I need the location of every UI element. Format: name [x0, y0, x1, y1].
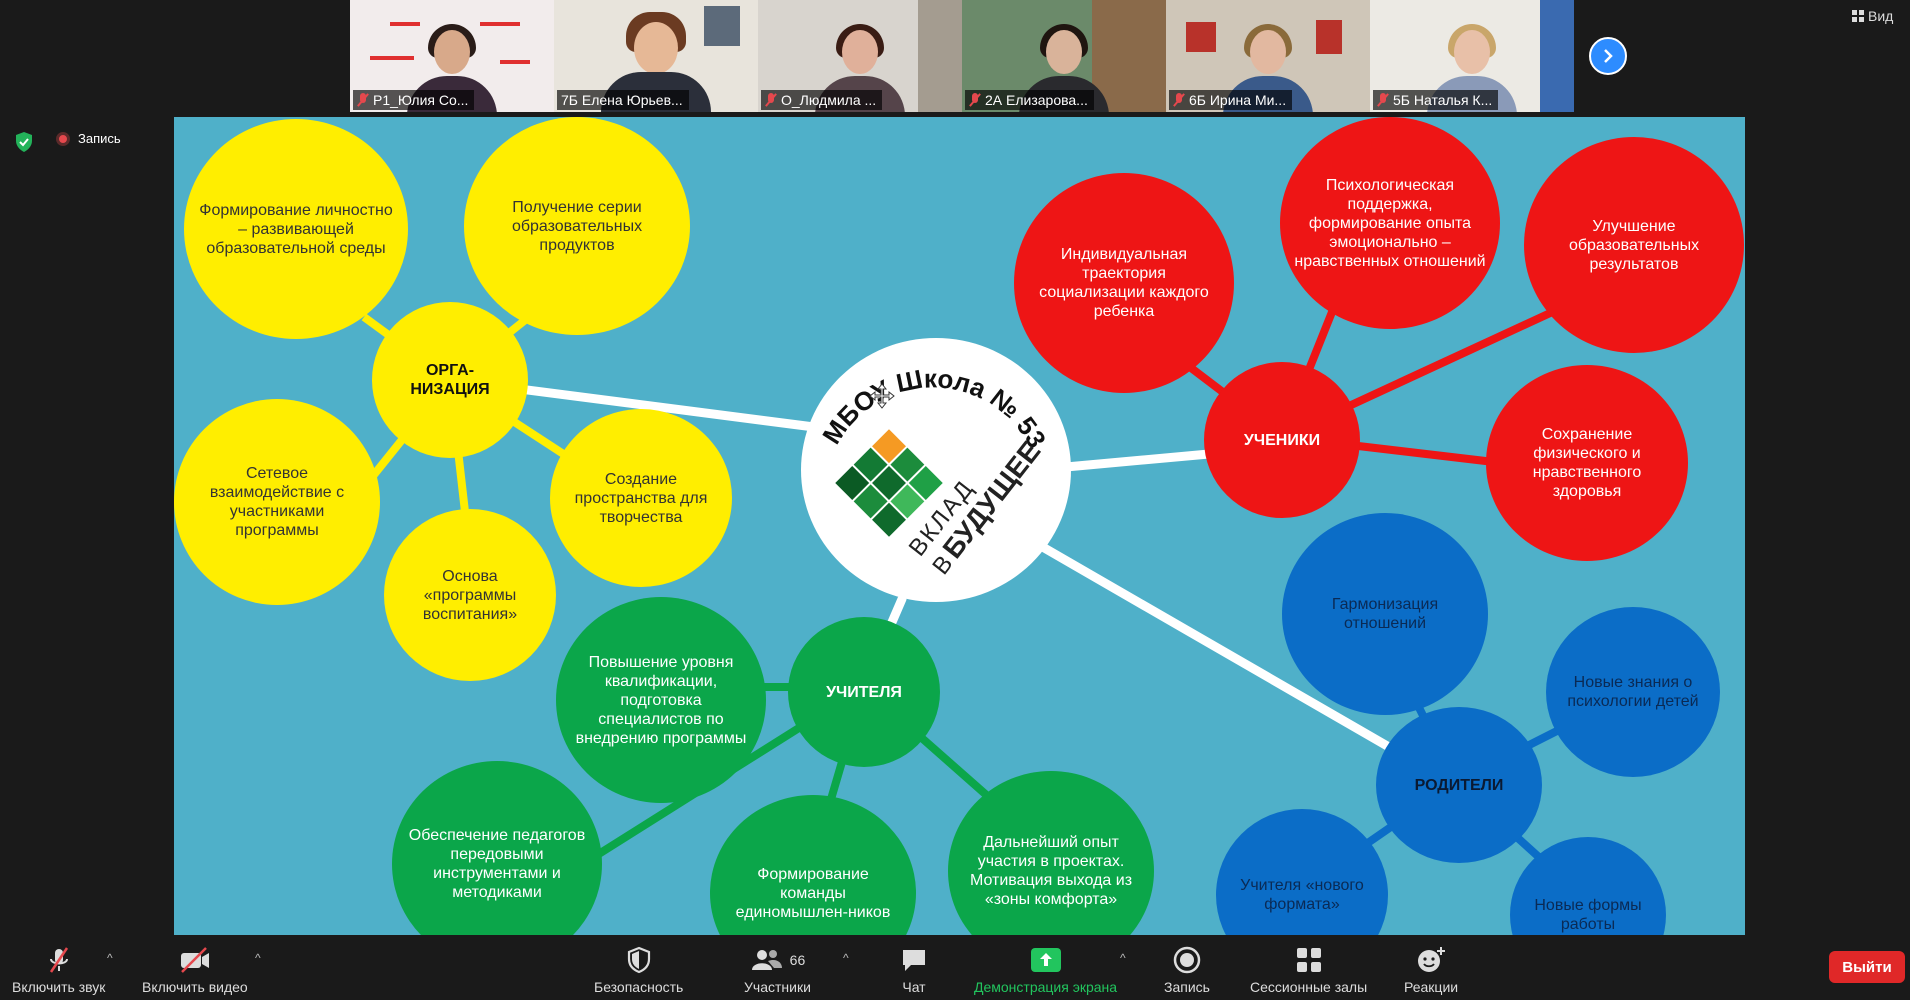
- parents-item: Новые знания о психологии детей: [1546, 607, 1720, 777]
- reactions-label: Реакции: [1404, 979, 1459, 995]
- breakout-rooms-icon: [1296, 948, 1321, 972]
- participants-icon: [751, 950, 782, 970]
- participant-name: 6Б Ирина Ми...: [1169, 90, 1293, 110]
- mic-muted-icon: [1173, 93, 1185, 107]
- security-shield-icon: [627, 946, 650, 974]
- chat-bubble-icon: [903, 950, 925, 971]
- share-screen-label: Демонстрация экрана: [974, 979, 1118, 995]
- view-label: Вид: [1868, 8, 1894, 24]
- organization-item: Получение серии образовательных продукто…: [464, 117, 690, 335]
- video-off-icon: [180, 947, 209, 973]
- participants-button[interactable]: 66 Участники: [744, 943, 811, 995]
- participants-options-caret[interactable]: ^: [843, 951, 849, 965]
- chat-label: Чат: [902, 979, 926, 995]
- recording-label: Запись: [78, 131, 121, 146]
- teachers-item: Дальнейший опыт участия в проектах. Моти…: [948, 771, 1154, 935]
- recording-indicator[interactable]: Запись: [56, 131, 121, 146]
- shared-screen[interactable]: Формирование личностно – развивающей обр…: [174, 117, 1745, 935]
- school-logo: МБОУ Школа № 53 ВКЛАД В БУДУЩЕЕ: [801, 338, 1071, 602]
- participant-tile[interactable]: 5Б Наталья К...: [1370, 0, 1574, 112]
- leave-meeting-button[interactable]: Выйти: [1829, 951, 1905, 983]
- participant-tile[interactable]: Р1_Юлия Со...: [350, 0, 554, 112]
- mic-off-icon: [49, 947, 68, 973]
- students-hub: УЧЕНИКИ: [1204, 362, 1360, 518]
- school-logo-graphic: МБОУ Школа № 53 ВКЛАД В БУДУЩЕЕ: [816, 363, 1052, 580]
- participant-video-strip: Р1_Юлия Со... 7Б Елена Юрьев... О_Людмил…: [350, 0, 1574, 112]
- participant-name: 2А Елизарова...: [965, 90, 1094, 110]
- participants-count: 66: [789, 952, 806, 968]
- students-item: Сохранение физического и нравственного з…: [1486, 365, 1688, 561]
- participant-name: 5Б Наталья К...: [1373, 90, 1499, 110]
- start-video-button[interactable]: Включить видео: [142, 943, 248, 995]
- meeting-toolbar: [0, 935, 1910, 1000]
- organization-hub: ОРГА- НИЗАЦИЯ: [372, 302, 528, 458]
- encryption-shield-icon[interactable]: [14, 131, 34, 153]
- reactions-button[interactable]: Реакции: [1404, 943, 1458, 995]
- participant-tile[interactable]: 7Б Елена Юрьев...: [554, 0, 758, 112]
- share-screen-button[interactable]: Демонстрация экрана: [974, 943, 1117, 995]
- move-cursor-icon: [869, 383, 895, 409]
- students-item: Индивидуальная траектория социализации к…: [1014, 173, 1234, 393]
- school-name-text: МБОУ Школа № 53: [816, 363, 1052, 452]
- start-video-label: Включить видео: [142, 979, 248, 995]
- security-label: Безопасность: [594, 979, 684, 995]
- parents-item: Гармонизация отношений: [1282, 513, 1488, 715]
- next-page-button[interactable]: [1589, 37, 1627, 75]
- mic-muted-icon: [969, 93, 981, 107]
- breakout-rooms-label: Сессионные залы: [1250, 979, 1368, 995]
- video-options-caret[interactable]: ^: [255, 951, 261, 965]
- leave-label: Выйти: [1842, 958, 1892, 976]
- students-item: Улучшение образовательных результатов: [1524, 137, 1744, 353]
- participant-tile[interactable]: 6Б Ирина Ми...: [1166, 0, 1370, 112]
- record-label: Запись: [1164, 979, 1210, 995]
- mic-muted-icon: [357, 93, 369, 107]
- participants-label: Участники: [744, 979, 811, 995]
- students-item: Психологическая поддержка, формирование …: [1280, 117, 1500, 329]
- teachers-item: Повышение уровня квалификации, подготовк…: [556, 597, 766, 803]
- share-screen-icon: [1030, 948, 1061, 972]
- mic-muted-icon: [765, 93, 777, 107]
- participant-tile[interactable]: 2А Елизарова...: [962, 0, 1166, 112]
- participant-name: 7Б Елена Юрьев...: [557, 90, 689, 110]
- organization-item: Формирование личностно – развивающей обр…: [184, 119, 408, 339]
- security-button[interactable]: Безопасность: [594, 943, 683, 995]
- parents-item: Учителя «нового формата»: [1216, 809, 1388, 935]
- share-options-caret[interactable]: ^: [1120, 951, 1126, 965]
- organization-item: Сетевое взаимодействие с участниками про…: [174, 399, 380, 605]
- view-button[interactable]: Вид: [1852, 8, 1893, 24]
- organization-item: Основа «программы воспитания»: [384, 509, 556, 681]
- recording-dot-icon: [56, 131, 70, 146]
- record-icon: [1173, 946, 1201, 974]
- record-button[interactable]: Запись: [1164, 943, 1210, 995]
- breakout-rooms-button[interactable]: Сессионные залы: [1250, 943, 1367, 995]
- participant-video: [1427, 24, 1517, 112]
- parents-hub: РОДИТЕЛИ: [1376, 707, 1542, 863]
- participant-tile[interactable]: О_Людмила ...: [758, 0, 962, 112]
- teachers-hub: УЧИТЕЛЯ: [788, 617, 940, 767]
- mic-muted-icon: [1377, 93, 1389, 107]
- audio-options-caret[interactable]: ^: [107, 951, 113, 965]
- chat-button[interactable]: Чат: [899, 943, 929, 995]
- grid-view-icon: [1852, 10, 1864, 22]
- reactions-smiley-icon: [1418, 947, 1446, 972]
- unmute-label: Включить звук: [12, 979, 106, 995]
- organization-item: Создание пространства для творчества: [550, 409, 732, 587]
- participant-name: Р1_Юлия Со...: [353, 90, 475, 110]
- unmute-button[interactable]: Включить звук: [12, 943, 105, 995]
- chevron-right-icon: [1604, 49, 1613, 63]
- participant-name: О_Людмила ...: [761, 90, 883, 110]
- teachers-item: Обеспечение педагогов передовыми инструм…: [392, 761, 602, 935]
